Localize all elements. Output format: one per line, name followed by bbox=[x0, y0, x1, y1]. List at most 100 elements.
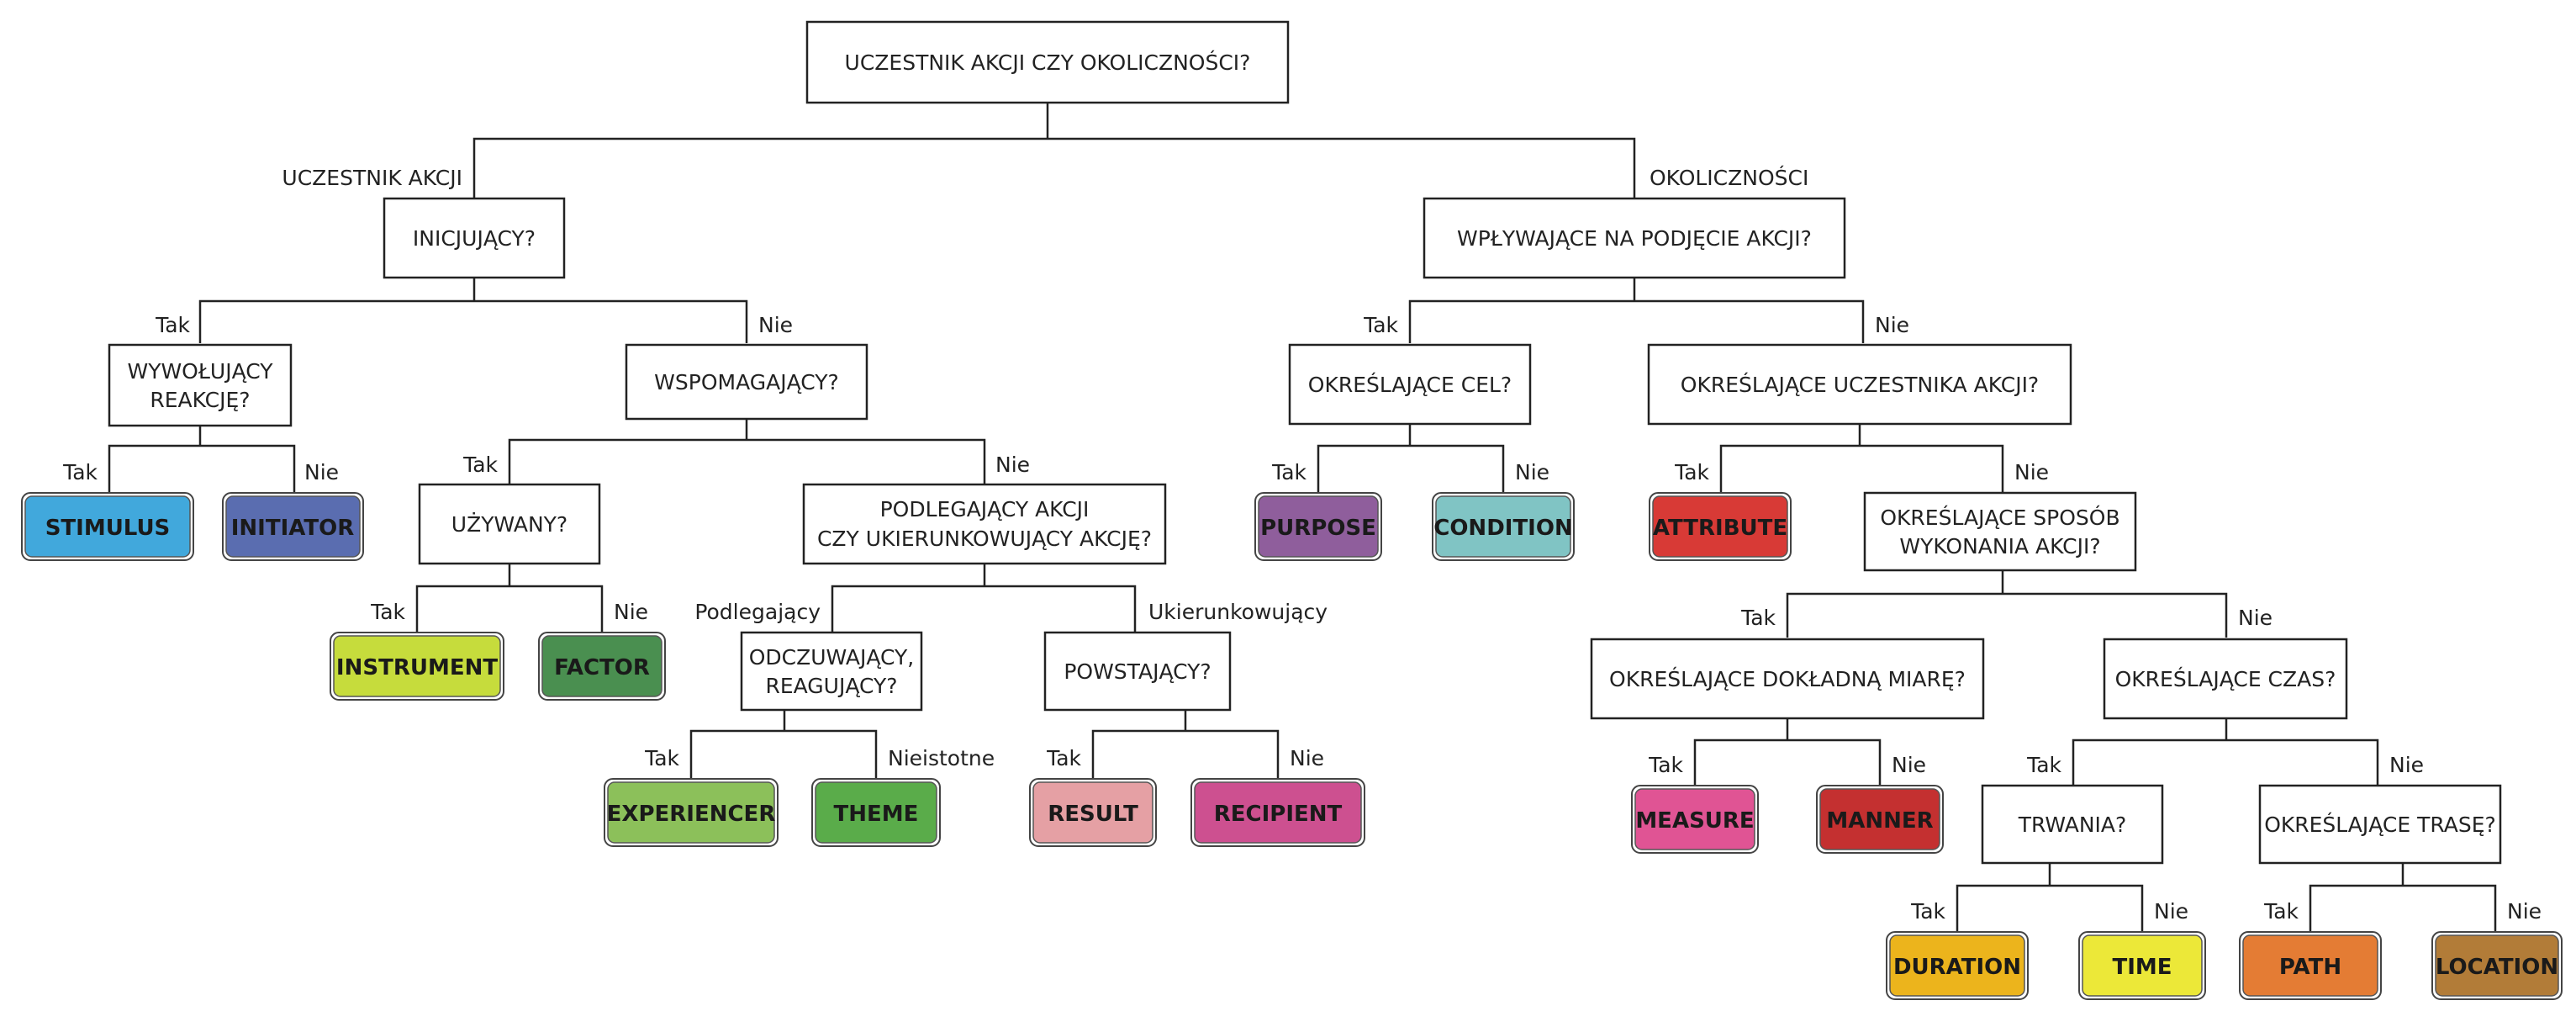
role-manner: MANNER bbox=[1816, 785, 1944, 854]
question-feeling: ODCZUWAJĄCY, REAGUJĄCY? bbox=[740, 631, 923, 712]
role-label: PATH bbox=[2279, 955, 2341, 980]
edge-label-no: Nie bbox=[2154, 899, 2188, 924]
role-time: TIME bbox=[2078, 931, 2206, 1000]
role-label: FACTOR bbox=[554, 655, 650, 680]
question-influencing: WPŁYWAJĄCE NA PODJĘCIE AKCJI? bbox=[1423, 197, 1846, 279]
question-measure: OKREŚLAJĄCE DOKŁADNĄ MIARĘ? bbox=[1590, 638, 1985, 720]
connector-goal bbox=[1317, 424, 1505, 493]
connector-initiating bbox=[198, 278, 748, 343]
role-swatch bbox=[1032, 781, 1153, 844]
edge-label-no: Nie bbox=[1515, 460, 1549, 484]
role-swatch bbox=[1634, 788, 1755, 850]
role-factor: FACTOR bbox=[538, 632, 666, 701]
role-label: LOCATION bbox=[2436, 955, 2558, 980]
role-initiator: INITIATOR bbox=[222, 492, 364, 561]
role-condition: CONDITION bbox=[1432, 492, 1575, 561]
question-text: OKREŚLAJĄCE UCZESTNIKA AKCJI? bbox=[1681, 372, 2039, 397]
connector-root bbox=[472, 103, 1636, 199]
role-instrument: INSTRUMENT bbox=[330, 632, 504, 701]
role-label: THEME bbox=[834, 802, 919, 827]
edge-label-no: Nie bbox=[995, 453, 1030, 477]
question-text: OKREŚLAJĄCE DOKŁADNĄ MIARĘ? bbox=[1609, 666, 1966, 691]
role-label: DURATION bbox=[1893, 955, 2021, 980]
role-duration: DURATION bbox=[1886, 931, 2029, 1000]
edge-label-yes: Tak bbox=[1363, 313, 1398, 337]
connector-eliciting bbox=[108, 426, 296, 493]
edge-label-participant: UCZESTNIK AKCJI bbox=[282, 166, 462, 190]
role-stimulus: STIMULUS bbox=[21, 492, 194, 561]
role-purpose: PURPOSE bbox=[1254, 492, 1382, 561]
edge-label-no: Nie bbox=[2389, 753, 2424, 777]
edge-label-no: Nie bbox=[304, 460, 339, 484]
question-text-line-1: ODCZUWAJĄCY, bbox=[749, 645, 915, 670]
question-text: OKREŚLAJĄCE TRASĘ? bbox=[2264, 812, 2496, 837]
question-subject-or-directing: PODLEGAJĄCY AKCJI CZY UKIERUNKOWUJĄCY AK… bbox=[802, 483, 1167, 565]
connector-time bbox=[2072, 718, 2379, 786]
edge-label-yes: Tak bbox=[1271, 460, 1306, 484]
role-swatch bbox=[1652, 495, 1788, 558]
edge-label-yes: Tak bbox=[462, 453, 498, 477]
role-location: LOCATION bbox=[2431, 931, 2563, 1000]
edge-label-subject: Podlegający bbox=[694, 600, 821, 624]
role-swatch bbox=[815, 781, 937, 844]
connector-subject-directing bbox=[831, 564, 1137, 633]
question-arising: POWSTAJĄCY? bbox=[1043, 631, 1232, 712]
role-swatch bbox=[1889, 934, 2025, 997]
role-swatch bbox=[24, 495, 191, 558]
role-swatch bbox=[607, 781, 775, 844]
question-manner: OKREŚLAJĄCE SPOSÓB WYKONANIA AKCJI? bbox=[1863, 491, 2137, 572]
role-swatch bbox=[2082, 934, 2203, 997]
question-text: WPŁYWAJĄCE NA PODJĘCIE AKCJI? bbox=[1457, 226, 1812, 251]
question-initiating: INICJUJĄCY? bbox=[383, 197, 566, 279]
role-recipient: RECIPIENT bbox=[1190, 778, 1365, 847]
edge-label-no: Nie bbox=[1875, 313, 1909, 337]
role-swatch bbox=[1258, 495, 1379, 558]
role-label: STIMULUS bbox=[45, 516, 171, 541]
role-path: PATH bbox=[2239, 931, 2382, 1000]
question-text: WSPOMAGAJĄCY? bbox=[654, 370, 839, 394]
role-label: CONDITION bbox=[1433, 516, 1572, 541]
question-route: OKREŚLAJĄCE TRASĘ? bbox=[2258, 784, 2502, 865]
question-text: UCZESTNIK AKCJI CZY OKOLICZNOŚCI? bbox=[845, 50, 1251, 75]
question-text-line-2: REAGUJĄCY? bbox=[765, 674, 897, 698]
role-swatch bbox=[2435, 934, 2559, 997]
edge-label-irrelevant: Nieistotne bbox=[888, 746, 995, 770]
edge-label-no: Nie bbox=[2238, 606, 2272, 630]
question-text-line-2: WYKONANIA AKCJI? bbox=[1899, 534, 2100, 558]
role-swatch bbox=[1435, 495, 1571, 558]
role-attribute: ATTRIBUTE bbox=[1649, 492, 1792, 561]
question-text: TRWANIA? bbox=[2018, 813, 2127, 837]
role-label: TIME bbox=[2112, 955, 2172, 980]
role-label: PURPOSE bbox=[1260, 516, 1376, 541]
question-text-line-1: PODLEGAJĄCY AKCJI bbox=[880, 497, 1090, 521]
connector-arising bbox=[1091, 710, 1280, 779]
edge-label-yes: Tak bbox=[1648, 753, 1683, 777]
connector-participant-spec bbox=[1719, 424, 2004, 493]
question-text-line-2: REAKCJĘ? bbox=[150, 388, 250, 412]
role-label: MANNER bbox=[1826, 808, 1933, 834]
edge-label-directing: Ukierunkowujący bbox=[1148, 600, 1328, 624]
question-eliciting: WYWOŁUJĄCY REAKCJĘ? bbox=[108, 343, 293, 427]
edge-label-no: Nie bbox=[2014, 460, 2049, 484]
role-measure: MEASURE bbox=[1631, 785, 1759, 854]
question-goal: OKREŚLAJĄCE CEL? bbox=[1288, 343, 1532, 426]
edge-label-yes: Tak bbox=[1910, 899, 1945, 924]
edge-label-no: Nie bbox=[2507, 899, 2542, 924]
edge-label-yes: Tak bbox=[2026, 753, 2061, 777]
edge-label-circumstances: OKOLICZNOŚCI bbox=[1650, 165, 1808, 190]
question-root: UCZESTNIK AKCJI CZY OKOLICZNOŚCI? bbox=[805, 20, 1290, 104]
edge-label-no: Nie bbox=[614, 600, 648, 624]
connector-duration bbox=[1956, 863, 2144, 932]
connector-manner bbox=[1786, 570, 2228, 638]
edge-label-no: Nie bbox=[1892, 753, 1926, 777]
role-label: EXPERIENCER bbox=[607, 802, 776, 827]
role-result: RESULT bbox=[1029, 778, 1157, 847]
edge-label-yes: Tak bbox=[1674, 460, 1709, 484]
edge-label-no: Nie bbox=[1290, 746, 1324, 770]
role-label: INSTRUMENT bbox=[336, 655, 498, 680]
role-label: INITIATOR bbox=[231, 516, 354, 541]
connector-used bbox=[415, 564, 604, 633]
connector-influencing bbox=[1408, 278, 1865, 343]
question-text-line-1: OKREŚLAJĄCE SPOSÓB bbox=[1880, 505, 2119, 530]
edge-label-yes: Tak bbox=[1740, 606, 1776, 630]
